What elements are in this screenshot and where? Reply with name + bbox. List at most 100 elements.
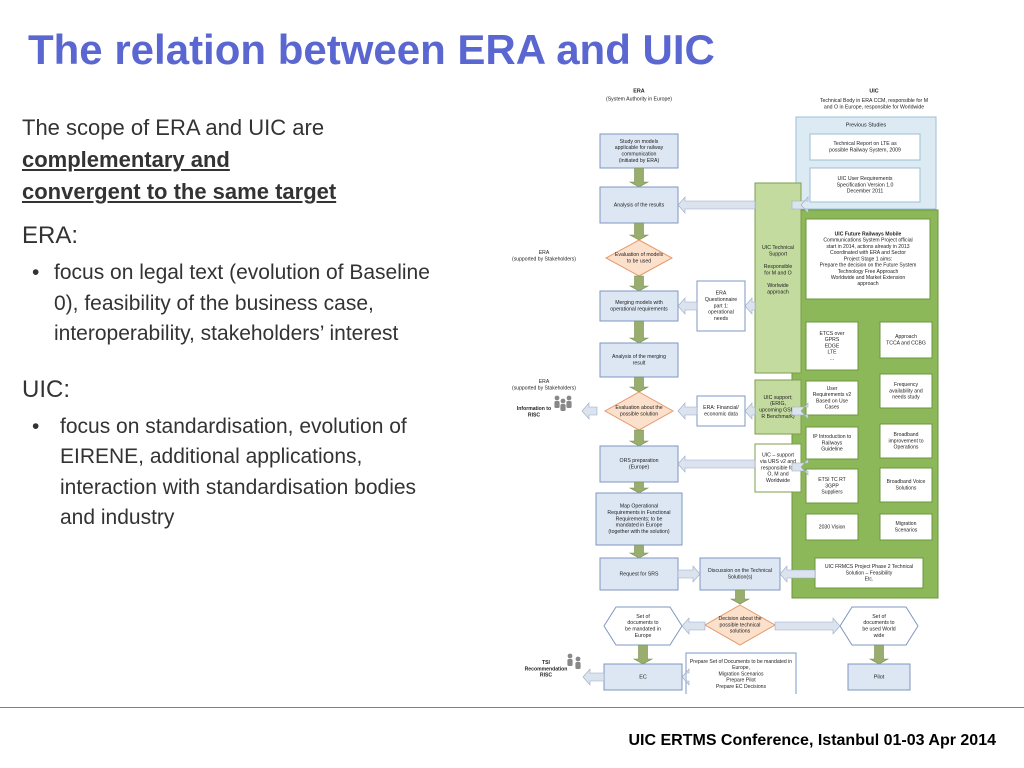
- era-financial-box-text-line: ERA: Financial/: [703, 405, 739, 411]
- stakeholder-person-1-head: [554, 395, 560, 401]
- arrow-analysis-evaluation: [628, 222, 650, 241]
- era-flow-map-requirements: [595, 492, 683, 546]
- uic-support-erig-text-line: (ERIG,: [770, 401, 786, 407]
- set-europe-hex-text-line: Set of: [636, 614, 650, 620]
- green-panel-left-box-3-text-line: Railways: [822, 440, 843, 446]
- future-project-box-text-line: Technology Free Approach: [838, 269, 899, 275]
- green-panel-right-box-4-text-line: Broadband Voice: [887, 479, 926, 485]
- era-financial-box-text-line: economic data: [704, 412, 738, 418]
- arrow-analysis-evaluation2: [628, 376, 650, 393]
- decision-diamond-text-line: Decision about the: [719, 616, 762, 622]
- pilot-box-text-line: Pilot: [874, 674, 885, 680]
- urs-box-text-line: December 2011: [847, 189, 884, 195]
- green-panel-right-box-2-text-line: needs study: [892, 395, 920, 401]
- future-project-box-text-line: Worldwide and Market Extension: [831, 275, 906, 281]
- arrow-world-to-pilot: [868, 644, 890, 665]
- pilot-box: [847, 663, 911, 691]
- uic-support-urs-text-line: O, M and: [767, 472, 788, 478]
- set-europe-hex-text-line: Europe: [635, 633, 652, 639]
- prepare-set-box-text-line: Prepare Set of Documents to be mandated …: [690, 659, 792, 665]
- era-flow-evaluation-solution-text-line: Evaluation about the: [615, 405, 662, 411]
- intro-emphasis-line1: complementary and: [22, 147, 230, 172]
- arrow-decision-to-europe: [681, 617, 706, 635]
- arrow-decision-to-world: [774, 617, 841, 635]
- green-panel-left-box-4: [805, 468, 859, 504]
- prepare-set-box-text-line: Europe,: [732, 665, 750, 671]
- era-flow-map-requirements-text-line: (together with the solution): [608, 529, 669, 535]
- green-panel-right-box-2-text-line: availability and: [889, 388, 923, 394]
- era-flow-merging-text-line: operational requirements: [610, 307, 668, 313]
- era-stakeholders-label-2-line: (supported by Stakeholders): [512, 385, 576, 391]
- era-flow-evaluation-models-text-line: to be used: [627, 259, 651, 265]
- green-panel-right-box-4-text-line: Solutions: [896, 485, 917, 491]
- tsi-person-1-body: [567, 659, 573, 666]
- frmcs-phase2-box-text-line: UIC FRMCS Project Phase 2 Technical: [825, 564, 913, 570]
- prepare-set-box-text-line: Prepare Pilot: [726, 678, 756, 684]
- technical-report-box-text-line: Technical Report on LTE as: [833, 141, 897, 147]
- uic-bullet-text: focus on standardisation, evolution of E…: [60, 414, 417, 530]
- era-header-title-line: ERA: [633, 88, 644, 94]
- uic-support-urs-text-line: via URS v2 and: [760, 459, 796, 465]
- tsi-risc-label-line: Recommendation: [525, 666, 568, 672]
- set-europe-hex-text-line: documents to: [627, 620, 658, 626]
- green-panel-left-box-2-text-line: User: [827, 386, 838, 392]
- stakeholder-person-1-body: [554, 401, 560, 408]
- arrow-ec-to-tsi: [582, 668, 605, 686]
- green-panel-left-box-1-text-line: LTE: [828, 350, 838, 356]
- prepare-set-box-text-line: Migration Scenarios: [718, 671, 763, 677]
- era-flow-evaluation-solution-text-line: possible solution: [620, 412, 658, 418]
- green-panel-left-box-4-text-line: ETSI TC RT: [818, 477, 846, 483]
- future-project-box-text-line: UIC Future Railways Mobile: [835, 231, 902, 237]
- green-panel-left-box-1: [805, 321, 859, 371]
- intro-emphasis-line2: convergent to the same target: [22, 179, 337, 204]
- green-panel-right-box-3-text-line: Broadband: [894, 432, 919, 438]
- green-panel-left-box-3: [805, 426, 859, 460]
- arrow-evaluation-ors: [628, 429, 650, 447]
- intro-text: The scope of ERA and UIC are: [22, 115, 325, 140]
- era-flow-analysis-merging: [599, 342, 679, 378]
- footer-text: UIC ERTMS Conference, Istanbul 01-03 Apr…: [628, 732, 996, 749]
- era-flow-request-srs: [599, 557, 679, 591]
- tsi-person-2-head: [575, 656, 581, 662]
- future-project-box-text-line: Project Stage 1 aims:: [844, 256, 892, 262]
- set-europe-hex-text-line: be mandated in: [625, 627, 661, 633]
- footer-divider: [0, 707, 1024, 708]
- arrow-uic-to-analysis: [677, 196, 756, 214]
- era-questionnaire-box: [696, 280, 746, 332]
- info-risc-label-line: RISC: [528, 412, 540, 418]
- prepare-set-box: [685, 652, 797, 694]
- future-project-box-text-line: Prepare the decision on the Future Syste…: [820, 263, 917, 269]
- green-panel-right-box-2-text-line: Frequency: [894, 382, 919, 388]
- era-flow-study-text-line: communication: [622, 152, 657, 158]
- tsi-risc-label-line: TSI: [542, 660, 551, 666]
- uic-bullet: • focus on standardisation, evolution of…: [22, 412, 442, 534]
- era-questionnaire-box-text-line: Questionnaire: [705, 297, 737, 303]
- era-flow-evaluation-models-text-line: Evaluation of models: [615, 252, 664, 258]
- uic-support-urs-text-line: UIC – support: [762, 453, 795, 459]
- era-flow-map-requirements-text-line: Requirements; to be: [616, 516, 663, 522]
- uic-header-desc-line: Technical Body in ERA CCM, responsible f…: [820, 98, 928, 104]
- set-europe-hex: [603, 606, 683, 646]
- uic-support-urs-text-line: responsible for: [761, 465, 795, 471]
- green-panel-right-box-4: [879, 467, 933, 503]
- green-panel-right-box-3-text-line: improvement to: [888, 438, 923, 444]
- green-panel-left-box-2: [805, 380, 859, 416]
- era-flow-merging-text-line: Merging models with: [615, 300, 663, 306]
- era-stakeholders-label-2-line: ERA: [539, 379, 550, 385]
- uic-technical-support-text-line: Responsible: [764, 264, 793, 270]
- uic-support-erig-text-line: upcoming GSM-: [759, 408, 797, 414]
- era-bullet: • focus on legal text (evolution of Base…: [22, 258, 442, 350]
- era-flow-request-srs-text-line: Request for SRS: [620, 571, 659, 577]
- era-flow-study-text-line: applicable for railway: [615, 145, 664, 151]
- arrow-prepare-to-ec: [681, 668, 690, 686]
- uic-technical-support-box: [754, 182, 802, 374]
- green-panel-right-box-5-text-line: Scenarios: [895, 527, 918, 533]
- era-flow-study-text-line: Study on models: [620, 139, 659, 145]
- arrow-panel-to-urs: [791, 458, 809, 476]
- uic-support-erig-text-line: R Benchmark): [761, 414, 794, 420]
- era-stakeholders-label-1-line: ERA: [539, 250, 550, 256]
- arrow-evaluation-merging: [628, 275, 650, 292]
- era-flow-ors-text-line: (Europe): [629, 465, 649, 471]
- green-panel-left-box-3-text-line: IP Introduction to: [813, 434, 852, 440]
- arrow-uic-to-questionnaire: [744, 297, 756, 315]
